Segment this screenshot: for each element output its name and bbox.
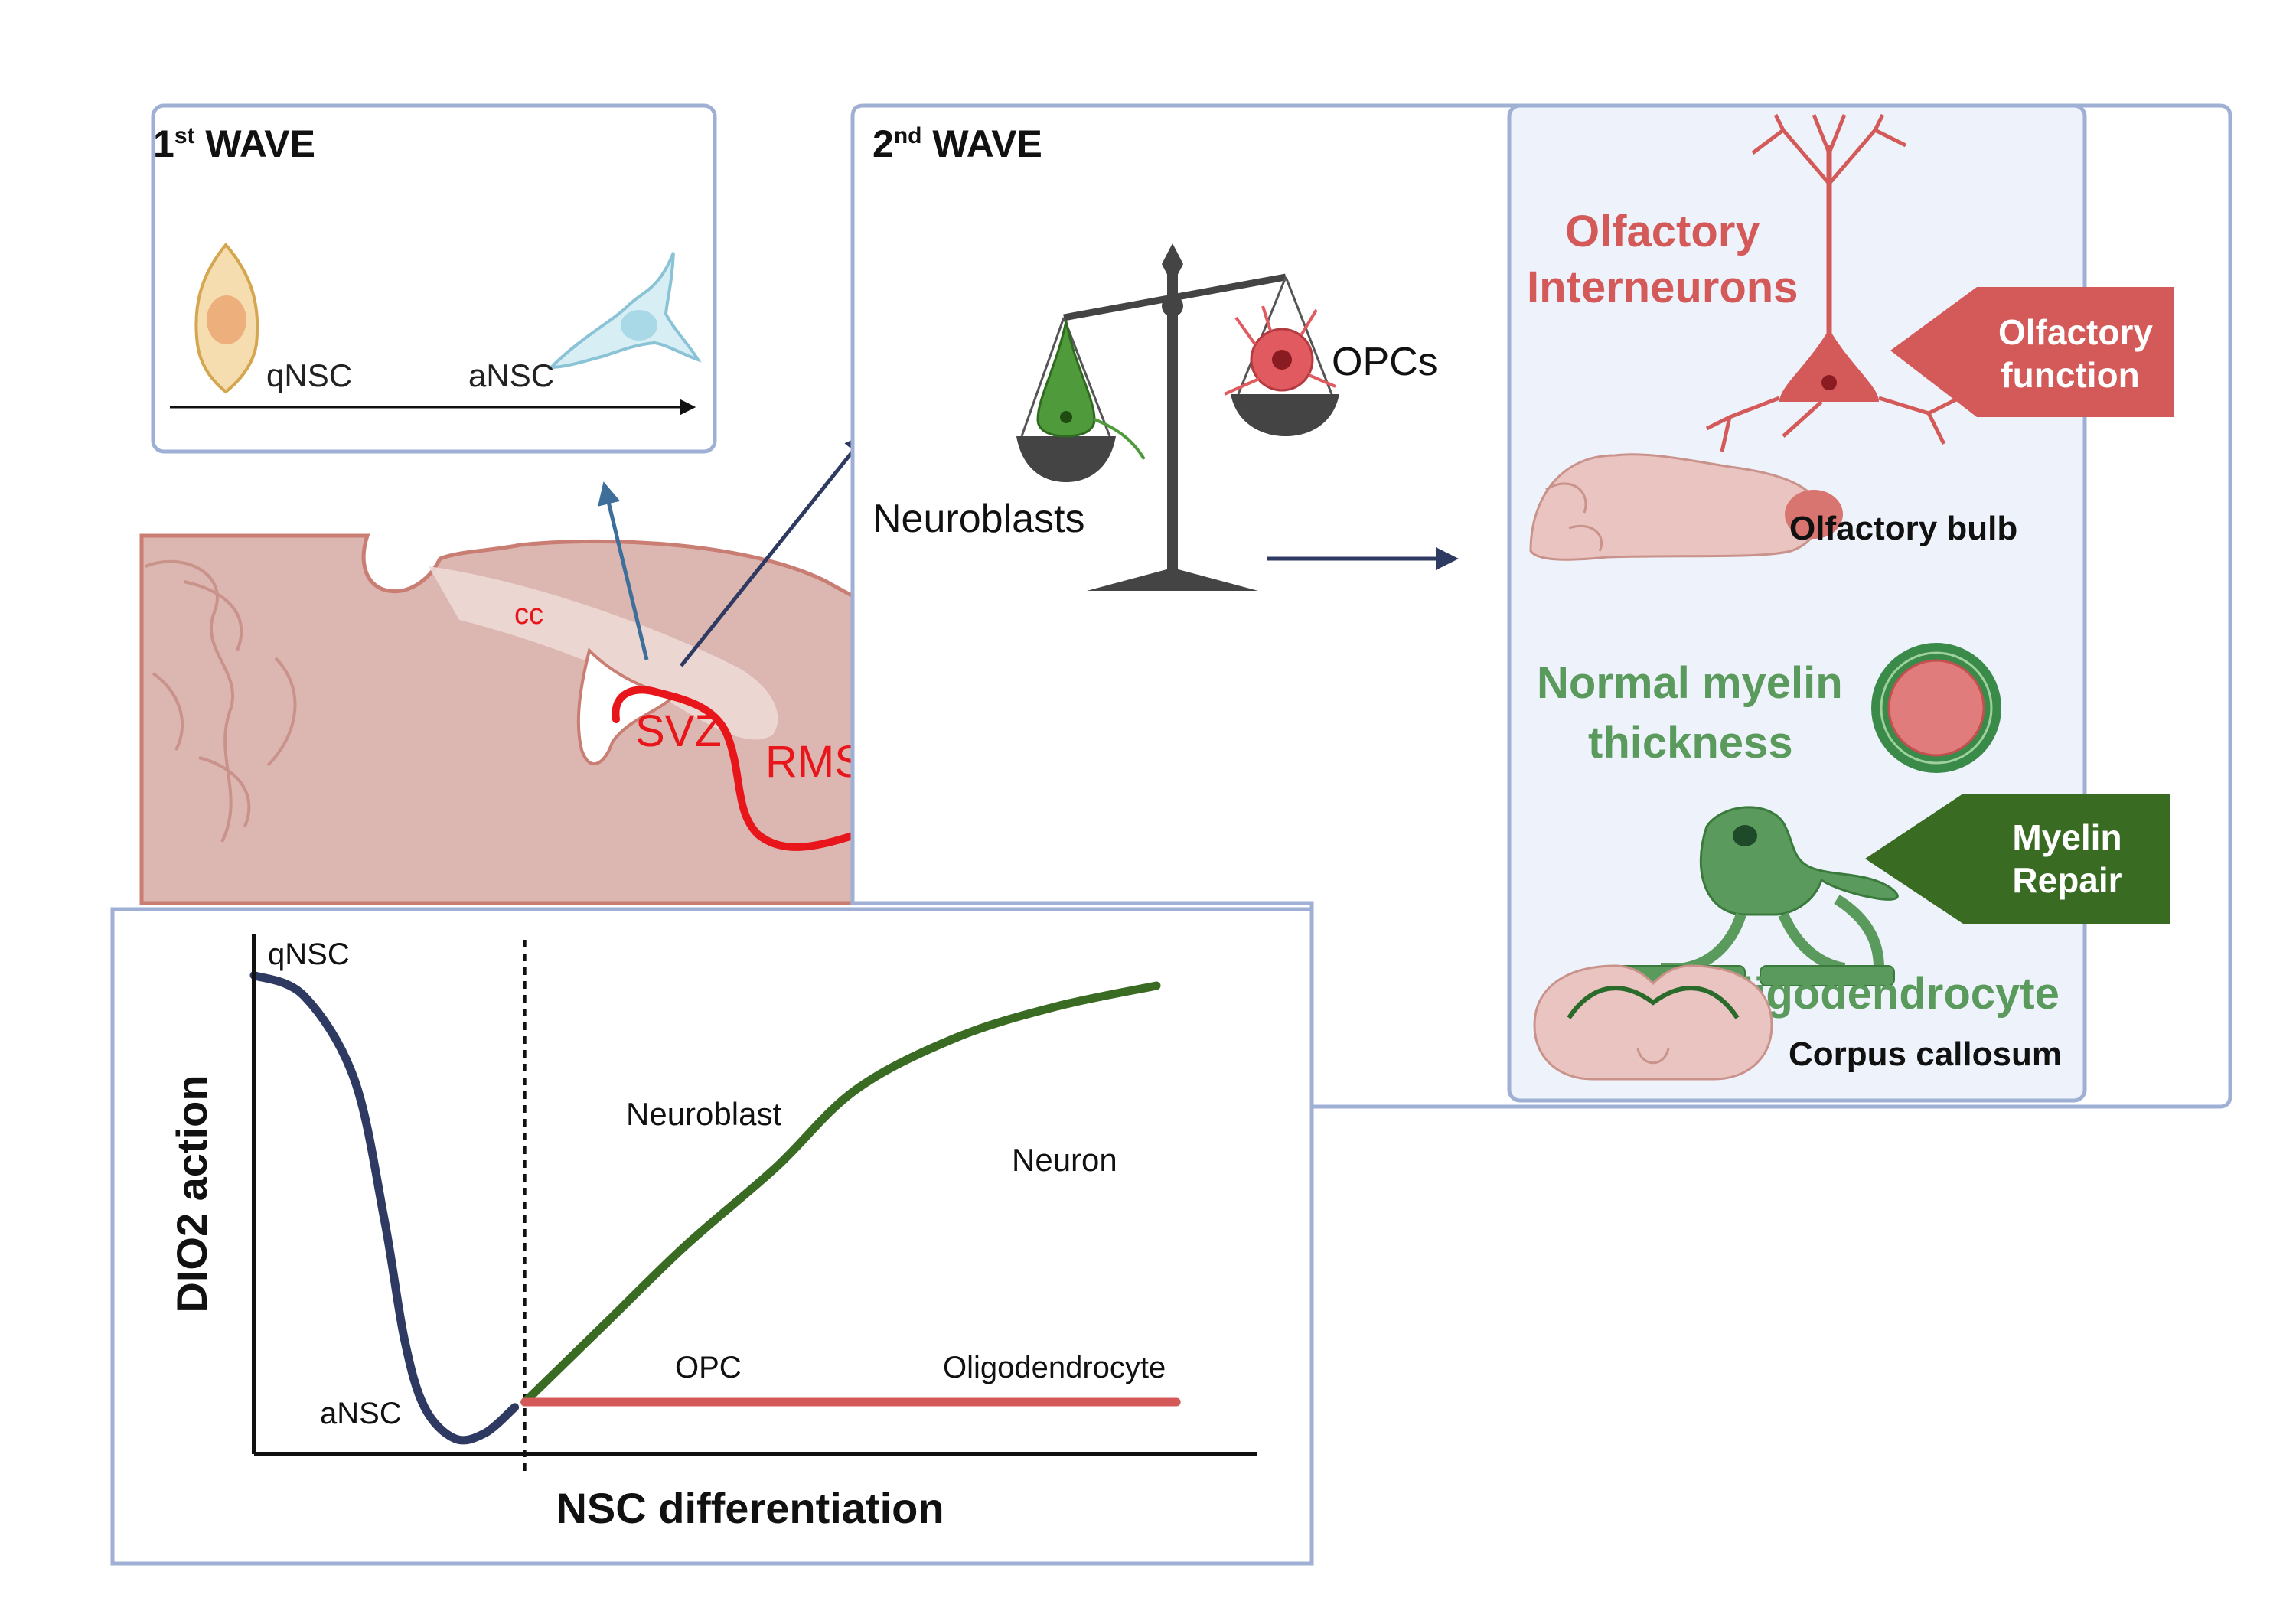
cerebellum-folds	[145, 559, 297, 843]
annotation-opc: OPC	[675, 1351, 742, 1384]
myelin-repair-tag: Myelin Repair	[1865, 794, 2170, 924]
annotation-ansc: aNSC	[320, 1397, 402, 1430]
olfactory-bulb-brain-icon	[1529, 453, 1843, 561]
corpus-callosum-label: Corpus callosum	[1789, 1035, 2062, 1073]
olfactory-function-line1: Olfactory	[1998, 312, 2153, 352]
corpus-callosum-band	[429, 566, 778, 740]
olfactory-interneurons-line1: Olfactory	[1565, 207, 1760, 256]
wave1-label-qnsc: qNSC	[266, 357, 352, 393]
wave2-label-opcs: OPCs	[1332, 340, 1438, 384]
chart-plot-area	[249, 940, 1181, 1477]
neuronal-lineage-curve	[520, 981, 1161, 1407]
annotation-neuroblast: Neuroblast	[626, 1096, 781, 1132]
normal-myelin-line1: Normal myelin	[1537, 658, 1843, 708]
arrow-to-wave1	[598, 481, 649, 660]
myelin-repair-line2: Repair	[2012, 860, 2122, 900]
label-svz: SVZ	[635, 706, 722, 756]
lateral-ventricle	[576, 647, 677, 766]
label-rms: RMS	[765, 737, 864, 787]
arrow-to-wave2	[680, 432, 868, 667]
outcomes-panel: Olfactory Interneurons Olfactory functio…	[1507, 103, 2174, 1103]
olfactory-interneuron-illustration	[1705, 113, 1961, 452]
chart-ylabel: DIO2 action	[168, 1075, 216, 1313]
coronal-brain-icon	[1533, 964, 1773, 1081]
wave2-title: 2nd WAVE	[872, 122, 1042, 165]
olfactory-bulb-label: Olfactory bulb	[1789, 510, 2017, 547]
normal-myelin-line2: thickness	[1588, 718, 1793, 768]
wave1-label-ansc: aNSC	[468, 357, 554, 393]
myelin-sheath-cross-section	[1871, 643, 2001, 773]
wave1-panel: 1st WAVE qNSC aNSC	[151, 103, 717, 454]
chart-xlabel: NSC differentiation	[556, 1484, 944, 1532]
annotation-oligodendrocyte: Oligodendrocyte	[943, 1351, 1166, 1384]
ansc-cell-illustration	[547, 252, 702, 370]
olfactory-interneurons-line2: Interneurons	[1527, 263, 1799, 312]
olfactory-function-tag: Olfactory function	[1890, 287, 2174, 417]
olfactory-function-line2: function	[2001, 355, 2139, 395]
annotation-qnsc: qNSC	[268, 938, 350, 971]
wave2-label-neuroblasts: Neuroblasts	[872, 497, 1084, 541]
dio2-chart-panel: DIO2 action NSC differentiation qNSC aNS…	[110, 907, 1314, 1566]
balance-scale-illustration	[1016, 243, 1339, 591]
annotation-neuron: Neuron	[1012, 1142, 1117, 1178]
label-cc: cc	[514, 598, 543, 631]
qnsc-cell-illustration	[194, 242, 259, 394]
nsc-dio2-curve	[249, 970, 520, 1445]
wave1-title: 1st WAVE	[153, 122, 315, 165]
myelin-repair-line1: Myelin	[2012, 817, 2122, 857]
